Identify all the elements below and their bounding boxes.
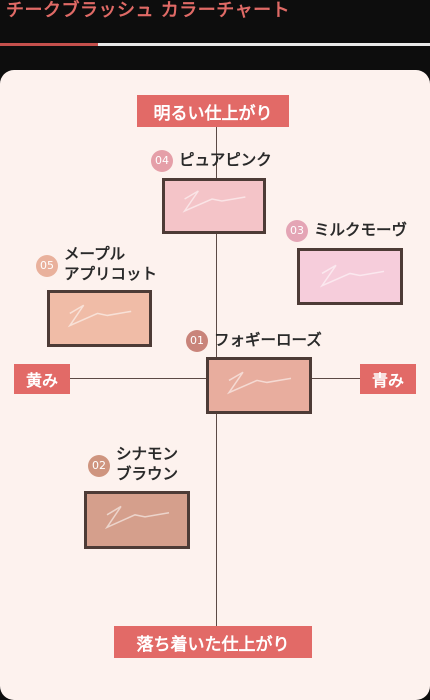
shade-number-badge: 04 [151,150,173,172]
swirl-icon [182,190,246,213]
shade-swatch-02 [84,491,190,549]
swirl-icon [104,505,170,530]
swirl-icon [319,264,385,288]
shade-swatch-04 [162,178,266,234]
axis-label-bottom: 落ち着いた仕上がり [114,626,312,658]
shade-name: フォギーローズ [214,331,322,349]
shade-name-line-2: ブラウン [116,465,179,483]
shade-number-badge: 03 [286,220,308,242]
shade-swatch-05 [47,290,152,347]
shade-name-line-1: シナモン [116,445,179,463]
axis-label-left: 黄み [14,364,70,394]
shade-label-01: 01 フォギーローズ [186,330,322,352]
shade-number-badge: 02 [88,455,110,477]
header-divider [0,43,430,46]
shade-swatch-03 [297,248,403,305]
axis-label-right: 青み [360,364,416,394]
page-title: チークブラッシュ カラーチャート [6,0,291,21]
shade-swatch-01 [206,357,312,414]
shade-name: ピュアピンク [179,151,272,169]
shade-number-badge: 01 [186,330,208,352]
header-divider-accent [0,43,98,46]
shade-name-line-2: アプリコット [64,265,158,283]
shade-name-line-1: メープル [64,245,126,263]
shade-number-badge: 05 [36,255,58,277]
swirl-icon [226,371,292,395]
axis-label-top: 明るい仕上がり [137,95,289,127]
shade-name: ミルクモーヴ [314,221,408,239]
swirl-icon [67,304,132,328]
shade-label-03: 03 ミルクモーヴ [286,220,407,242]
shade-label-05: 05 メープル アプリコット [36,244,157,284]
shade-label-02: 02 シナモン ブラウン [88,444,178,484]
shade-label-04: 04 ピュアピンク [151,150,272,172]
